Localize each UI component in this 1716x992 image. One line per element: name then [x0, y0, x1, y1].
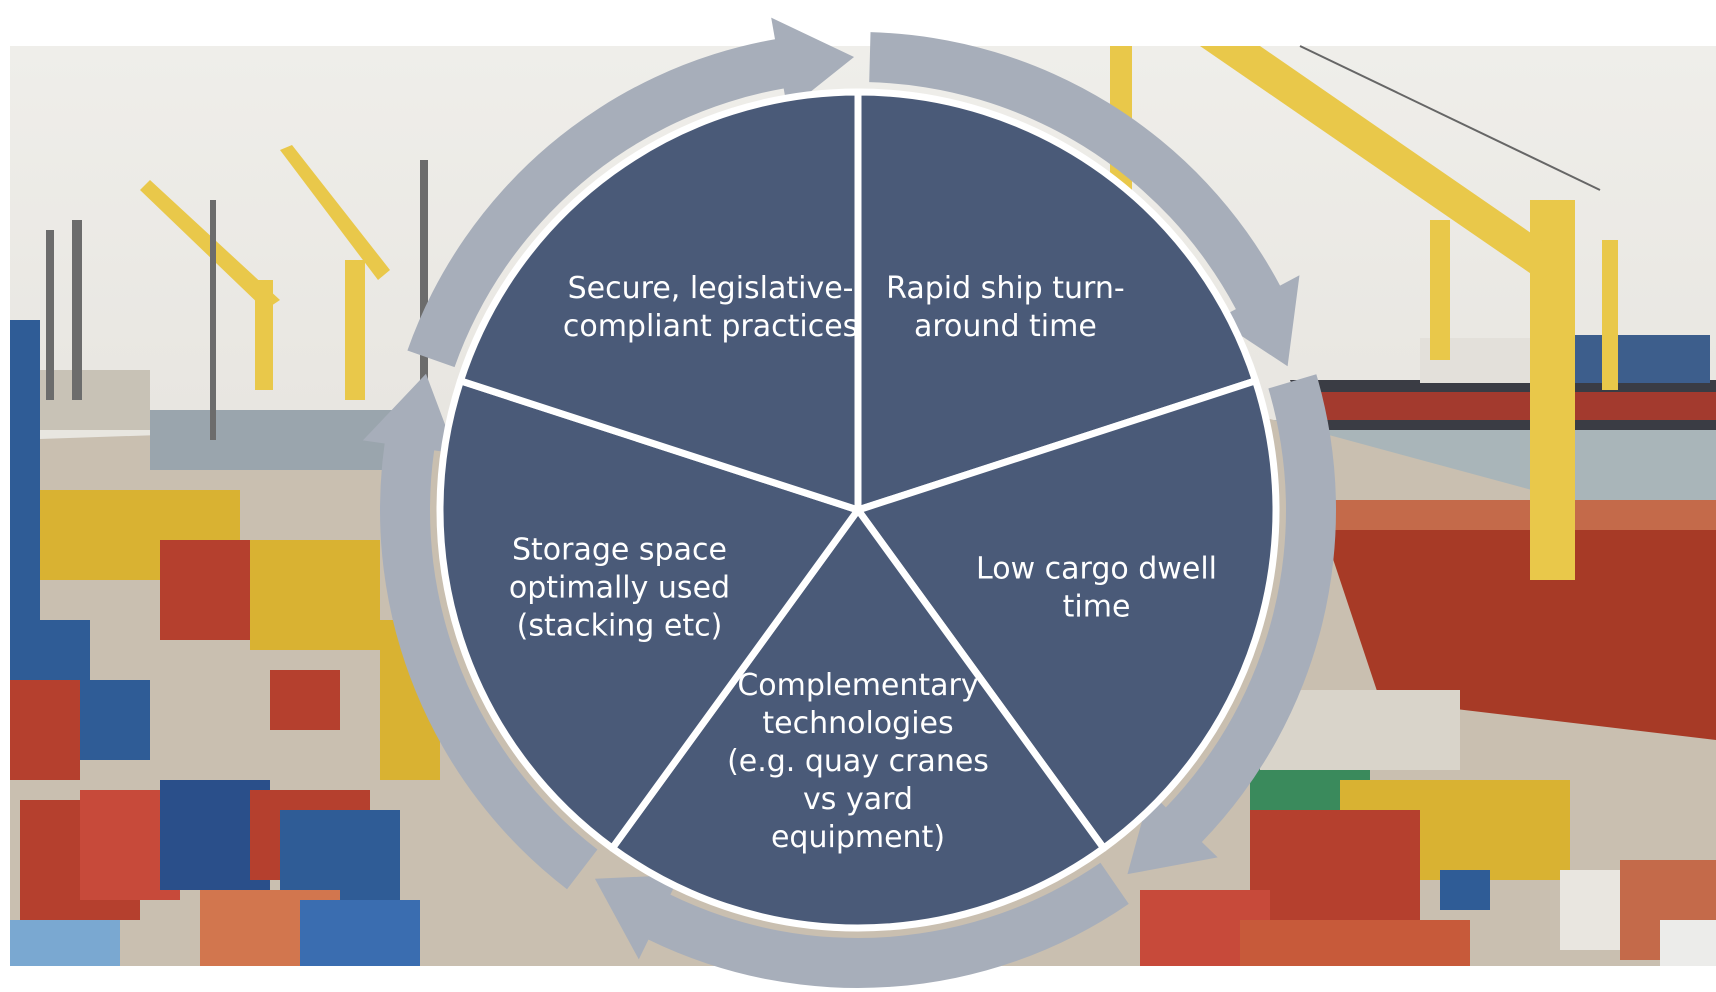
- cycle-segment-secure-practices: [456, 88, 862, 514]
- cycle-segment-complementary-tech: [608, 506, 1108, 932]
- cycle-label-line: vs yard: [803, 782, 913, 817]
- cycle-label-line: around time: [914, 309, 1097, 344]
- cycle-label-line: (e.g. quay cranes: [727, 744, 989, 779]
- cycle-label-line: Low cargo dwell: [976, 552, 1217, 587]
- cycle-label-secure-practices: Secure, legislative-compliant practices: [563, 271, 858, 344]
- cycle-label-line: Rapid ship turn-: [886, 271, 1125, 306]
- cycle-arrow-ring: [362, 17, 1336, 988]
- cycle-label-line: Storage space: [512, 533, 727, 568]
- cycle-label-line: equipment): [771, 820, 945, 855]
- cycle-label-rapid-turnaround: Rapid ship turn-around time: [886, 271, 1125, 344]
- cycle-segment-rapid-turnaround: [854, 88, 1260, 514]
- cycle-arrow-storage-space: [362, 373, 598, 890]
- cycle-arrow-secure-practices: [407, 17, 855, 368]
- cycle-label-line: time: [1063, 590, 1131, 625]
- cycle-label-line: (stacking etc): [517, 609, 723, 644]
- cycle-label-line: Secure, legislative-: [568, 271, 854, 306]
- cycle-segments: [436, 88, 1280, 932]
- cycle-arrow-rapid-turnaround: [869, 32, 1300, 367]
- cycle-label-line: Complementary: [737, 668, 978, 703]
- cycle-segment-storage-space: [436, 377, 862, 852]
- cycle-arrow-low-dwell: [1127, 374, 1336, 875]
- cycle-label-line: compliant practices: [563, 309, 858, 344]
- cycle-arrow-complementary-tech: [594, 862, 1129, 988]
- cycle-segment-low-dwell: [854, 377, 1280, 852]
- cycle-label-line: technologies: [762, 706, 953, 741]
- cycle-label-line: optimally used: [509, 571, 730, 606]
